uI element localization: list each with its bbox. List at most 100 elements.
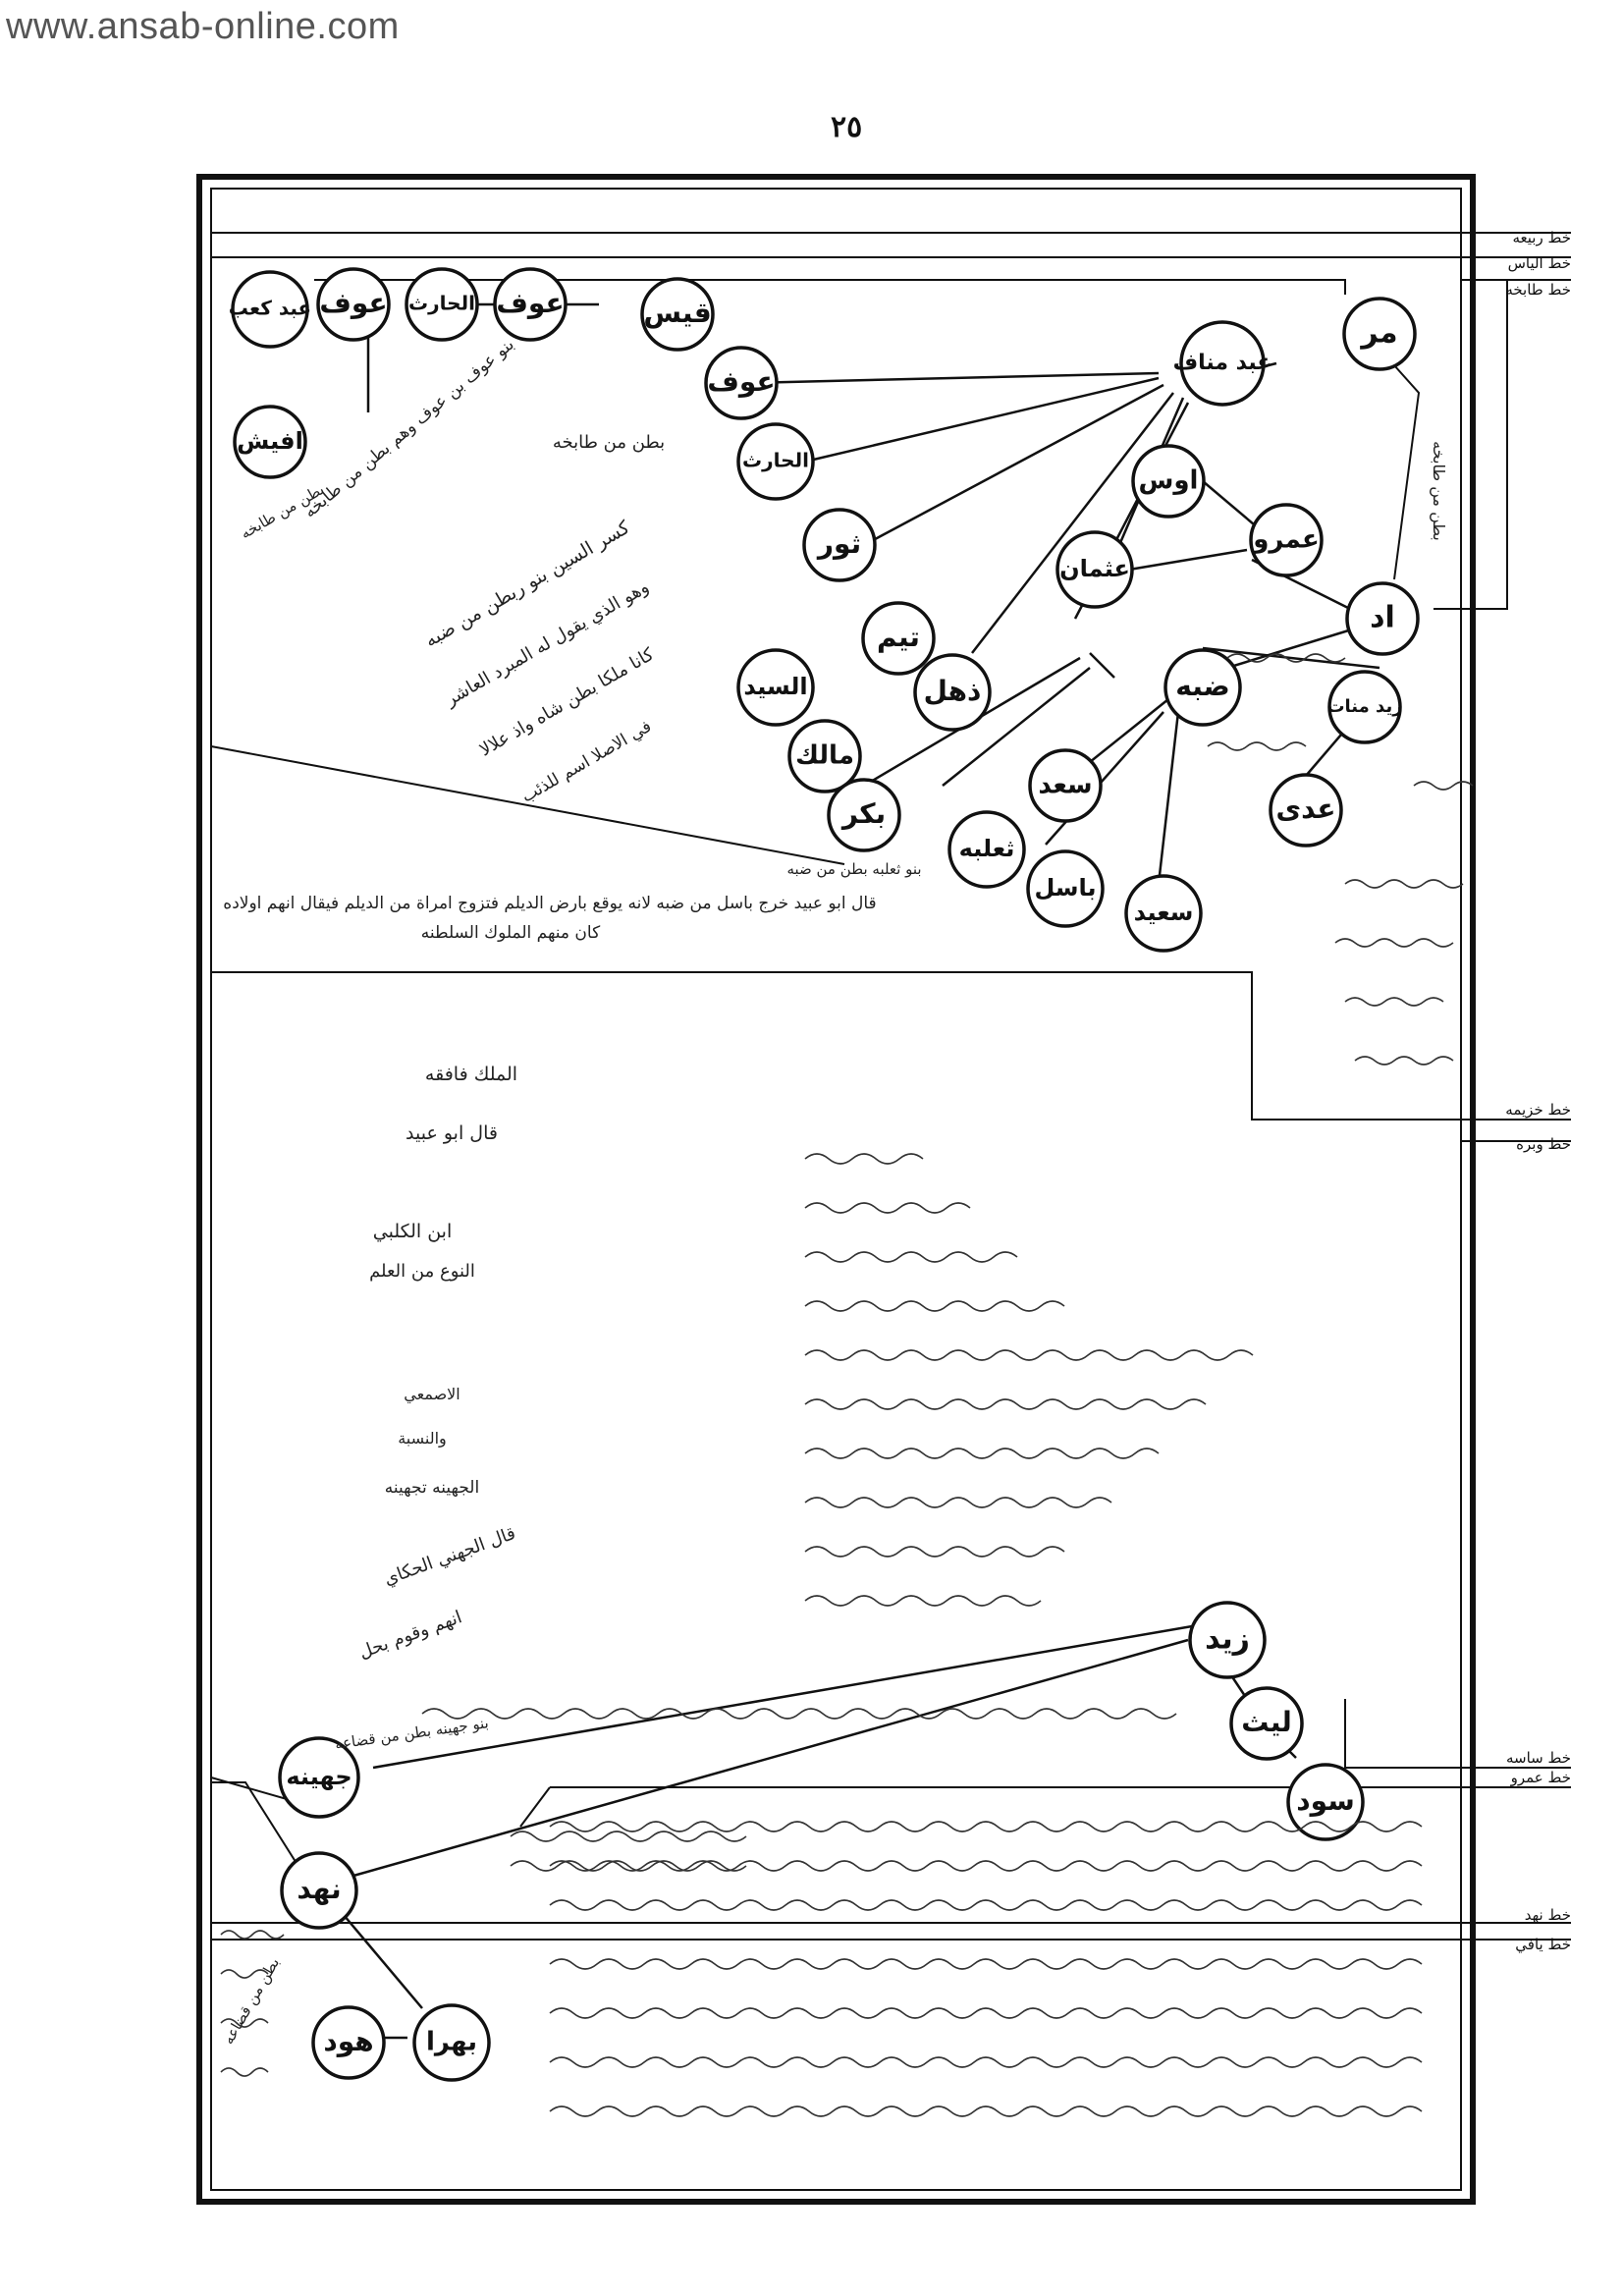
svg-text:ثور: ثور (816, 527, 861, 560)
annotation-basil-note: قال ابو عبيد خرج باسل من ضبه لانه يوقع ب… (223, 894, 876, 913)
node-harith2: الحارث (736, 422, 815, 501)
annotations: بطن من طابخه بطن من طابخه بنو عوف بن عوف… (219, 335, 1448, 2048)
node-said: سعيد (1124, 874, 1203, 953)
node-awf3: عوف (316, 267, 391, 342)
dense-handwriting-center (421, 1153, 1254, 1720)
svg-text:بكر: بكر (840, 797, 886, 830)
annotation-sayyid-note: كسر السين بنو ربطن من ضبه (421, 517, 634, 652)
node-sud: سود (1286, 1763, 1365, 1841)
margin-label-yafi: خط يافي (1515, 1936, 1571, 1954)
node-uthman: عثمان (1055, 530, 1134, 609)
annotation-awf-note: بنو عوف بن عوف وهم بطن من طابخه (300, 335, 518, 522)
svg-text:عمرو: عمرو (1251, 525, 1320, 555)
node-thalaba: ثعلبه (947, 810, 1026, 889)
annotation-basil-note-2: كان منهم الملوك السلطنه (421, 923, 601, 943)
annotation-center-1: قال ابو عبيد (406, 1122, 498, 1144)
svg-text:سعد: سعد (1038, 771, 1092, 800)
node-dhuhl: ذهل (913, 653, 992, 732)
node-hud: هود (311, 2005, 386, 2080)
node-nahd: نهد (280, 1851, 358, 1930)
svg-text:مالك: مالك (795, 741, 854, 771)
node-bahra: بهرا (412, 2003, 491, 2082)
node-abd-manaf: عبد مناف (1173, 320, 1272, 407)
svg-text:سود: سود (1296, 1784, 1354, 1817)
node-malik: مالك (787, 719, 862, 793)
annotation-center-5: الاصمعي (404, 1385, 460, 1404)
inner-frame (210, 188, 1462, 2191)
margin-label-wabara: خط وبره (1516, 1135, 1571, 1153)
annotation-thalaba-note: بنو ثعلبه بطن من ضبه (786, 860, 921, 878)
svg-text:باسل: باسل (1034, 874, 1096, 902)
svg-text:عبد كعب: عبد كعب (229, 297, 311, 320)
svg-text:هود: هود (323, 2025, 373, 2057)
node-amr: عمرو (1249, 503, 1324, 577)
margin-label-alyas: خط الياس (1508, 254, 1571, 272)
page-number: ٢٥ (831, 110, 863, 144)
node-zayd: زيد (1188, 1601, 1267, 1679)
svg-text:سعيد: سعيد (1134, 899, 1194, 926)
node-awf1: عوف (704, 346, 779, 420)
svg-text:تيم: تيم (877, 621, 920, 653)
tree-connectors (343, 302, 1380, 2040)
annotation-center-8: قال الجهني الحكاي (381, 1523, 518, 1590)
svg-text:زيد: زيد (1205, 1622, 1250, 1657)
dense-handwriting-bottom (220, 1821, 1423, 2117)
margin-label-salima: خط ساسه (1506, 1749, 1571, 1767)
node-adi: عدى (1269, 773, 1343, 847)
annotation-center-9: انهم وقوم بحل (356, 1607, 464, 1663)
node-saad: سعد (1028, 748, 1103, 823)
annotation-center-3: ابن الكلبي (373, 1221, 453, 1242)
svg-text:قيس: قيس (643, 297, 711, 329)
tree-nodes: مر اد عمرو اوس عبد مناف عثمان ضبه زيد من… (229, 267, 1420, 2082)
node-layth: ليث (1229, 1686, 1304, 1761)
svg-text:السيد: السيد (743, 673, 807, 700)
svg-text:ثعلبه: ثعلبه (959, 835, 1015, 862)
svg-text:عبد مناف: عبد مناف (1173, 351, 1272, 375)
margin-label-amr: خط عمرو (1510, 1769, 1571, 1786)
svg-text:ذهل: ذهل (924, 675, 982, 707)
node-aws: اوس (1131, 444, 1206, 519)
svg-text:عدى: عدى (1276, 793, 1336, 825)
margin-label-khuzayma: خط خزيمه (1505, 1101, 1571, 1119)
svg-text:عثمان: عثمان (1059, 555, 1130, 582)
svg-text:الحارث: الحارث (408, 292, 475, 315)
annotation-batn-tabikha-2: بطن من طابخه (1429, 441, 1448, 541)
margin-label-rabia: خط ربيعه (1512, 229, 1571, 246)
svg-text:الحارث: الحارث (742, 449, 809, 472)
svg-text:بهرا: بهرا (426, 2028, 477, 2057)
node-basil: باسل (1026, 849, 1105, 928)
svg-text:جهينه: جهينه (286, 1763, 352, 1790)
dense-handwriting-top-right (1207, 653, 1474, 1066)
node-dabba: ضبه (1163, 648, 1242, 727)
svg-text:عوف: عوف (707, 365, 775, 398)
node-zayd-manat: زيد منات (1326, 670, 1403, 744)
svg-text:اد: اد (1370, 601, 1395, 635)
node-qays: قيس (640, 277, 715, 352)
svg-text:اوس: اوس (1139, 466, 1199, 496)
top-lineage-lines (210, 232, 1571, 1941)
margin-label-tabikha: خط طابخه (1505, 281, 1571, 299)
node-thawr: ثور (802, 508, 877, 582)
annotation-batn-tabikha-1: بطن من طابخه (553, 432, 665, 453)
watermark: www.ansab-online.com (6, 6, 400, 47)
annotation-center-6: والنسبة (398, 1429, 447, 1449)
annotation-center-4: النوع من العلم (369, 1261, 475, 1282)
node-ufaysh: افيش (233, 405, 307, 479)
node-juhayna: جهينه (278, 1736, 360, 1819)
svg-text:ليث: ليث (1241, 1706, 1292, 1738)
svg-text:مر: مر (1359, 316, 1397, 351)
svg-text:عوف: عوف (319, 287, 387, 319)
annotation-juhayna-note: بنو جهينه بطن من قضاعه (334, 1714, 490, 1753)
node-sayyid: السيد (736, 648, 815, 727)
node-ud: اد (1345, 581, 1420, 656)
node-mur: مر (1342, 297, 1417, 371)
node-awf2: عوف (493, 267, 568, 342)
node-bakr: بكر (827, 778, 901, 852)
outer-frame (196, 174, 1476, 2205)
annotation-malik-note: وهو الذي يقول له المبرد العاشر (441, 576, 652, 711)
node-taym: تيم (861, 601, 936, 676)
node-abd-kaab: عبد كعب (229, 270, 311, 349)
svg-text:افيش: افيش (237, 427, 303, 455)
margin-label-nahd: خط نهد (1525, 1906, 1571, 1924)
